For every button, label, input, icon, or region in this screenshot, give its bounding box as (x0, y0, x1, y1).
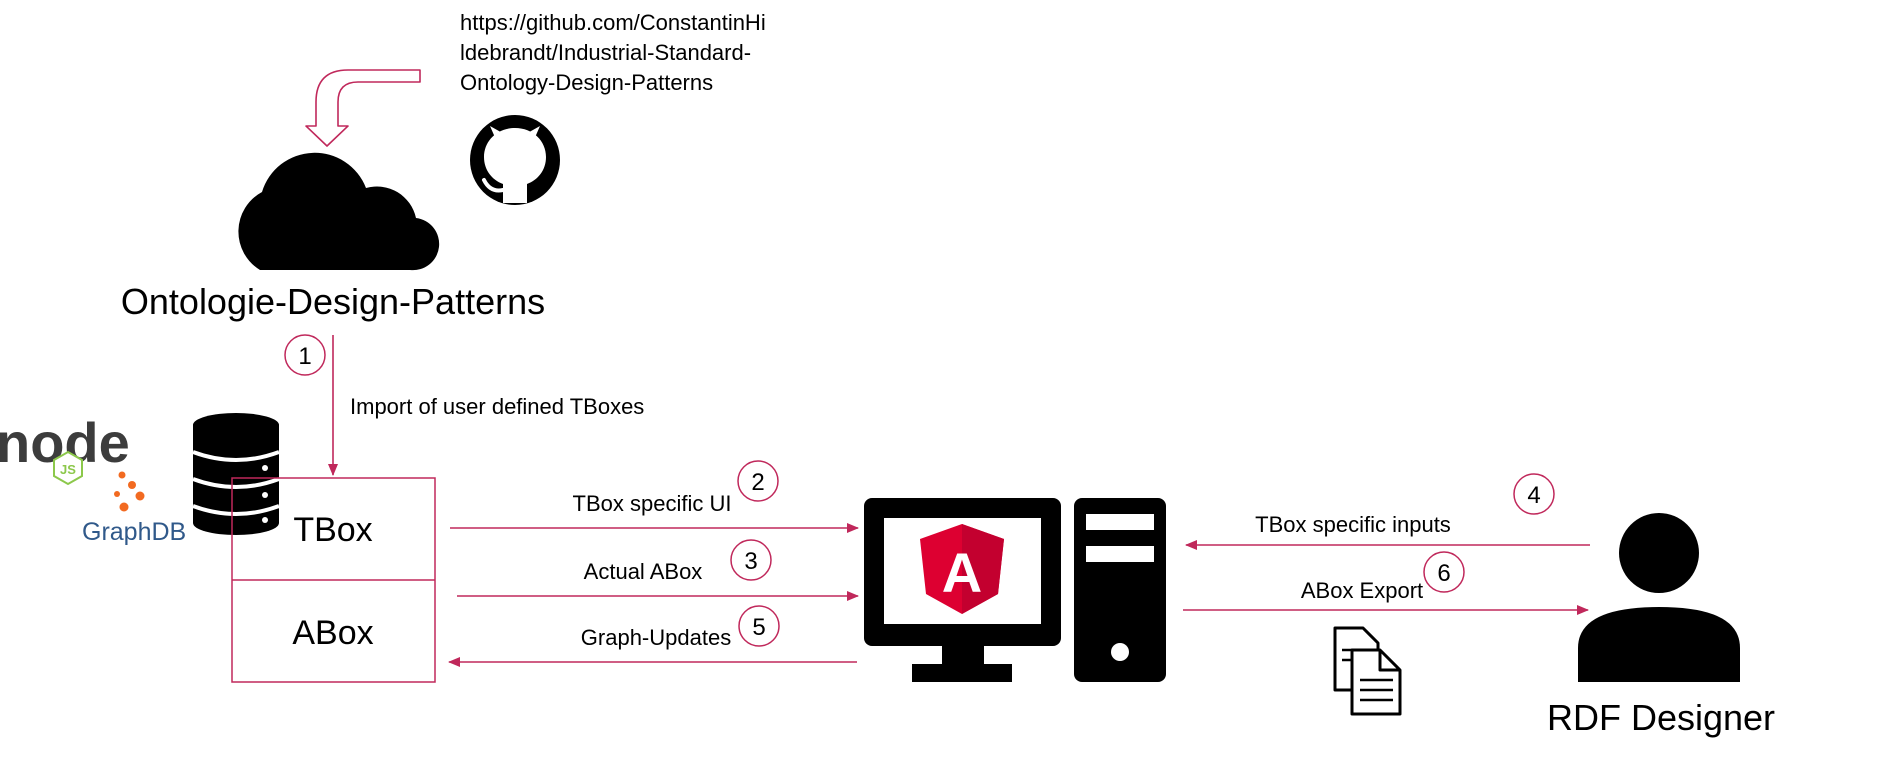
step-2-number: 2 (751, 469, 764, 496)
computer-icon (864, 498, 1166, 682)
repo-url-line-1: https://github.com/ConstantinHi (460, 10, 766, 35)
actual-abox-label: Actual ABox (584, 559, 703, 584)
database-icon (192, 413, 280, 535)
tbox-inputs-label: TBox specific inputs (1255, 512, 1451, 537)
cloud-icon (238, 152, 440, 271)
step-5-circle (738, 605, 780, 647)
step-1-circle (284, 334, 326, 376)
graphdb-logo-text: GraphDB (82, 518, 186, 546)
step-4-number: 4 (1527, 482, 1540, 509)
step-3-number: 3 (744, 548, 757, 575)
documents-icon (1333, 626, 1402, 716)
angular-letter: A (942, 541, 982, 604)
nodejs-logo: node JS (0, 411, 130, 486)
curved-arrow-icon (305, 69, 421, 147)
tbox-label: TBox (293, 511, 372, 549)
step-2-circle (737, 460, 779, 502)
step-4-circle (1513, 473, 1555, 515)
user-label: RDF Designer (1547, 697, 1775, 738)
node-js-badge: JS (60, 462, 76, 477)
github-icon (470, 115, 560, 205)
repo-url-line-3: Ontology-Design-Patterns (460, 70, 713, 95)
abox-export-label: ABox Export (1301, 578, 1423, 603)
graphdb-logo: GraphDB (82, 471, 186, 546)
import-label: Import of user defined TBoxes (350, 394, 644, 419)
abox-label: ABox (292, 614, 373, 652)
step-6-number: 6 (1437, 560, 1450, 587)
repo-url-line-2: ldebrandt/Industrial-Standard- (460, 40, 751, 65)
graph-updates-label: Graph-Updates (581, 625, 731, 650)
step-6-circle (1423, 551, 1465, 593)
step-3-circle (730, 539, 772, 581)
angular-logo: A (920, 524, 1004, 614)
step-5-number: 5 (752, 614, 765, 641)
step-1-number: 1 (298, 343, 311, 370)
tbox-ui-label: TBox specific UI (573, 491, 732, 516)
cloud-label: Ontologie-Design-Patterns (121, 281, 545, 322)
user-icon (1578, 513, 1740, 682)
